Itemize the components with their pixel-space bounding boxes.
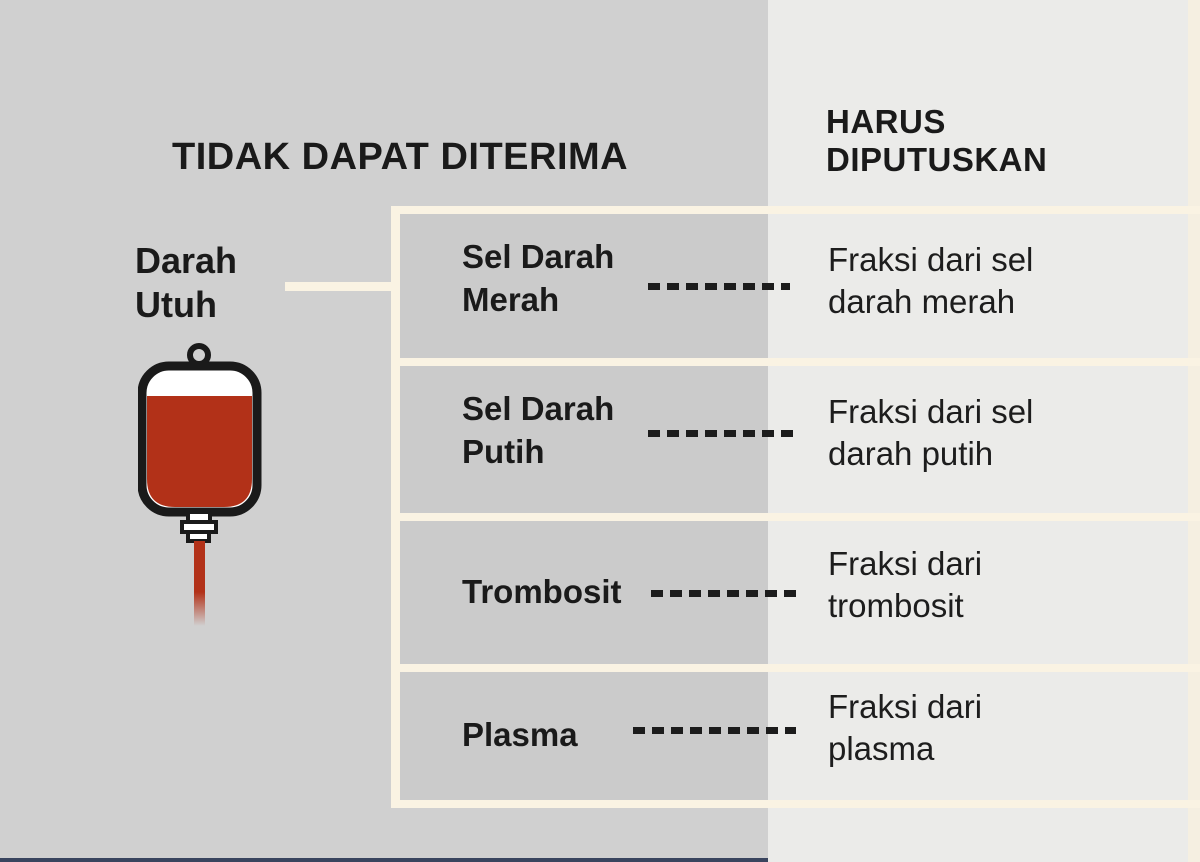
bag-tube [194, 541, 205, 626]
left-column-header-text: TIDAK DAPAT DITERIMA [172, 136, 629, 178]
right-column-header: HARUS DIPUTUSKAN [826, 103, 1047, 179]
row-separator [391, 206, 1200, 214]
fraction-line2: darah merah [828, 283, 1016, 320]
fraction-text-sel-darah-putih: Fraksi dari sel darah putih [828, 391, 1033, 475]
component-label-line2: Putih [462, 433, 545, 470]
row-separator [391, 513, 1200, 521]
right-column-header-line2: DIPUTUSKAN [826, 141, 1048, 178]
component-label-sel-darah-merah: Sel Darah Merah [462, 235, 614, 321]
bag-hanger-ring [187, 343, 211, 367]
component-label-line1: Trombosit [462, 573, 622, 610]
row-separator [391, 358, 1200, 366]
dashed-connector-row2 [648, 430, 798, 437]
component-label-line1: Sel Darah [462, 238, 615, 275]
fraction-text-sel-darah-merah: Fraksi dari sel darah merah [828, 239, 1033, 323]
fraction-line2: darah putih [828, 435, 994, 472]
dashed-connector-row4 [633, 727, 796, 734]
whole-blood-label-line2: Utuh [135, 284, 217, 325]
right-edge-strip [1188, 0, 1200, 862]
whole-blood-label-line1: Darah [135, 240, 238, 281]
row-box-sel-darah-putih [400, 366, 768, 513]
bag-blood-fill [147, 396, 252, 507]
fraction-line1: Fraksi dari [828, 688, 983, 725]
blood-bag-icon [138, 343, 262, 626]
table-left-border [391, 206, 400, 808]
component-label-trombosit: Trombosit [462, 570, 622, 613]
component-label-sel-darah-putih: Sel Darah Putih [462, 387, 614, 473]
row-separator [391, 800, 1200, 808]
fraction-line1: Fraksi dari [828, 545, 983, 582]
fraction-line2: plasma [828, 730, 935, 767]
row-separator [391, 664, 1200, 672]
dashed-connector-row1 [648, 283, 790, 290]
component-label-line1: Sel Darah [462, 390, 615, 427]
fraction-line2: trombosit [828, 587, 964, 624]
component-label-plasma: Plasma [462, 713, 578, 756]
component-label-line2: Merah [462, 281, 560, 318]
right-panel-background [768, 0, 1188, 862]
bottom-accent-bar [0, 858, 768, 862]
right-column-header-line1: HARUS [826, 103, 946, 140]
dashed-connector-row3 [651, 590, 796, 597]
component-label-line1: Plasma [462, 716, 578, 753]
bag-port-tip [186, 530, 211, 543]
fraction-text-plasma: Fraksi dari plasma [828, 686, 982, 770]
fraction-line1: Fraksi dari sel [828, 393, 1034, 430]
whole-blood-label: Darah Utuh [135, 239, 237, 327]
row-box-plasma [400, 672, 768, 800]
fraction-text-trombosit: Fraksi dari trombosit [828, 543, 982, 627]
whole-blood-connector-line [285, 282, 397, 291]
fraction-line1: Fraksi dari sel [828, 241, 1034, 278]
left-column-header: TIDAK DAPAT DITERIMA [172, 136, 628, 179]
